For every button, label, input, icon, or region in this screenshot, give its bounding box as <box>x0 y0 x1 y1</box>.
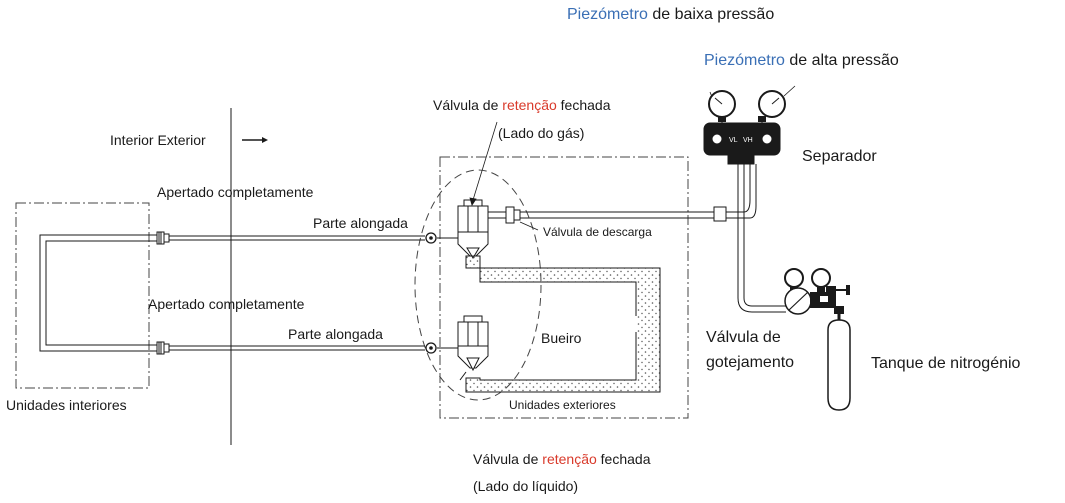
separator-label: Separador <box>802 148 877 165</box>
high-pressure-gauge-label: Piezómetro de alta pressão <box>704 52 899 69</box>
tightened-top-label: Apertado completamente <box>157 184 314 200</box>
interior-exterior-label: Interior Exterior <box>110 132 206 148</box>
indoor-units-box <box>15 202 150 389</box>
outdoor-units-box <box>439 156 689 419</box>
gauge-vh-text: VH <box>743 137 753 144</box>
gas-check-valve-label: Válvula de retenção fechada <box>433 97 611 113</box>
high-pressure-gauge-icon <box>758 90 786 122</box>
outdoor-unit-piping-insulation <box>465 255 661 393</box>
discharge-valve-label: Válvula de descarga <box>543 225 652 239</box>
flare-nut-bottom <box>156 341 170 355</box>
separator-manifold: VL VH <box>703 116 781 165</box>
liquid-check-valve <box>457 315 489 372</box>
drip-valve-label-line2: gotejamento <box>706 354 795 371</box>
drip-valve-label-line1: Válvula de <box>706 329 781 346</box>
direction-arrow-icon <box>242 137 268 143</box>
extended-part-bottom-label: Parte alongada <box>288 326 383 342</box>
nitrogen-hose <box>737 164 786 313</box>
discharge-line <box>520 164 757 222</box>
liquid-side-label: (Lado do líquido) <box>473 478 579 494</box>
nitrogen-tank-icon <box>827 319 851 411</box>
low-pressure-gauge-icon <box>708 90 736 122</box>
flare-nut-top <box>156 231 170 245</box>
low-pressure-gauge-label: Piezómetro de baixa pressão <box>567 6 775 23</box>
indoor-units-label: Unidades interiores <box>6 397 127 413</box>
gas-check-valve <box>457 199 521 259</box>
outdoor-units-label: Unidades exteriores <box>509 398 616 412</box>
extended-part-top-label: Parte alongada <box>313 215 408 231</box>
gas-side-label: (Lado do gás) <box>498 125 585 141</box>
pressure-regulator-icon <box>784 268 850 326</box>
connecting-pipes <box>169 235 458 351</box>
culvert-label: Bueiro <box>541 330 582 346</box>
check-valves-highlight-ellipse <box>414 169 542 401</box>
nitrogen-tank-label: Tanque de nitrogénio <box>871 355 1021 372</box>
gauge-vl-text: VL <box>729 137 738 144</box>
liquid-check-valve-label: Válvula de retenção fechada <box>473 451 651 467</box>
indoor-piping <box>39 234 158 352</box>
tightened-bottom-label: Apertado completamente <box>148 296 305 312</box>
